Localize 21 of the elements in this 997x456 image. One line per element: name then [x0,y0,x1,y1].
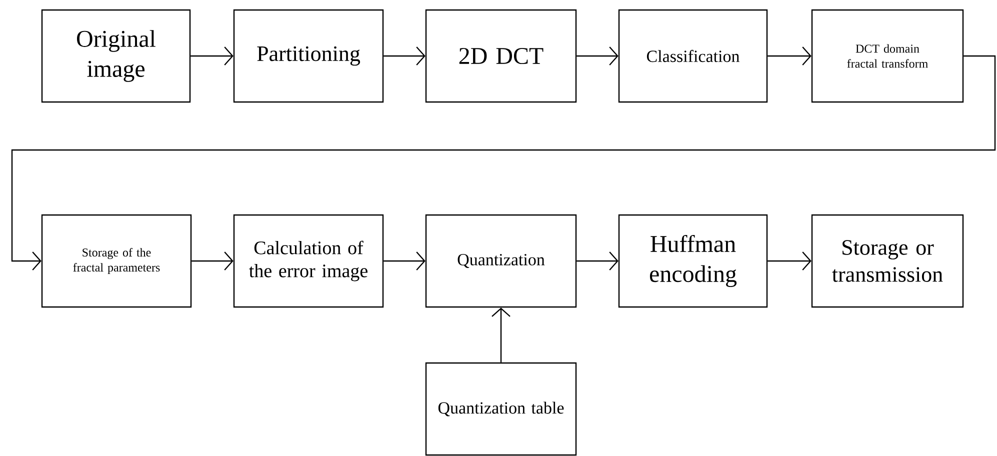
arrow [190,46,234,66]
process-box: Storage or transmission [811,214,964,308]
process-box: Original image [41,9,191,103]
arrow [11,55,996,270]
arrow [768,252,812,270]
process-box: Quantization table [425,362,577,456]
arrow [576,46,618,66]
arrow [384,252,426,270]
arrow [384,46,426,66]
arrow [768,46,812,66]
process-box: Storage of the fractal parameters [41,214,192,308]
process-box: Calculation of the error image [233,214,384,308]
arrow [492,308,510,362]
process-box: Classification [618,9,768,103]
arrow [576,252,618,270]
process-box: 2D DCT [425,9,577,103]
process-box: Quantization [425,214,577,308]
process-box: Partitioning [233,9,384,103]
arrow [192,252,234,270]
process-box: DCT domain fractal transform [811,9,964,103]
process-box: Huffman encoding [618,214,768,308]
